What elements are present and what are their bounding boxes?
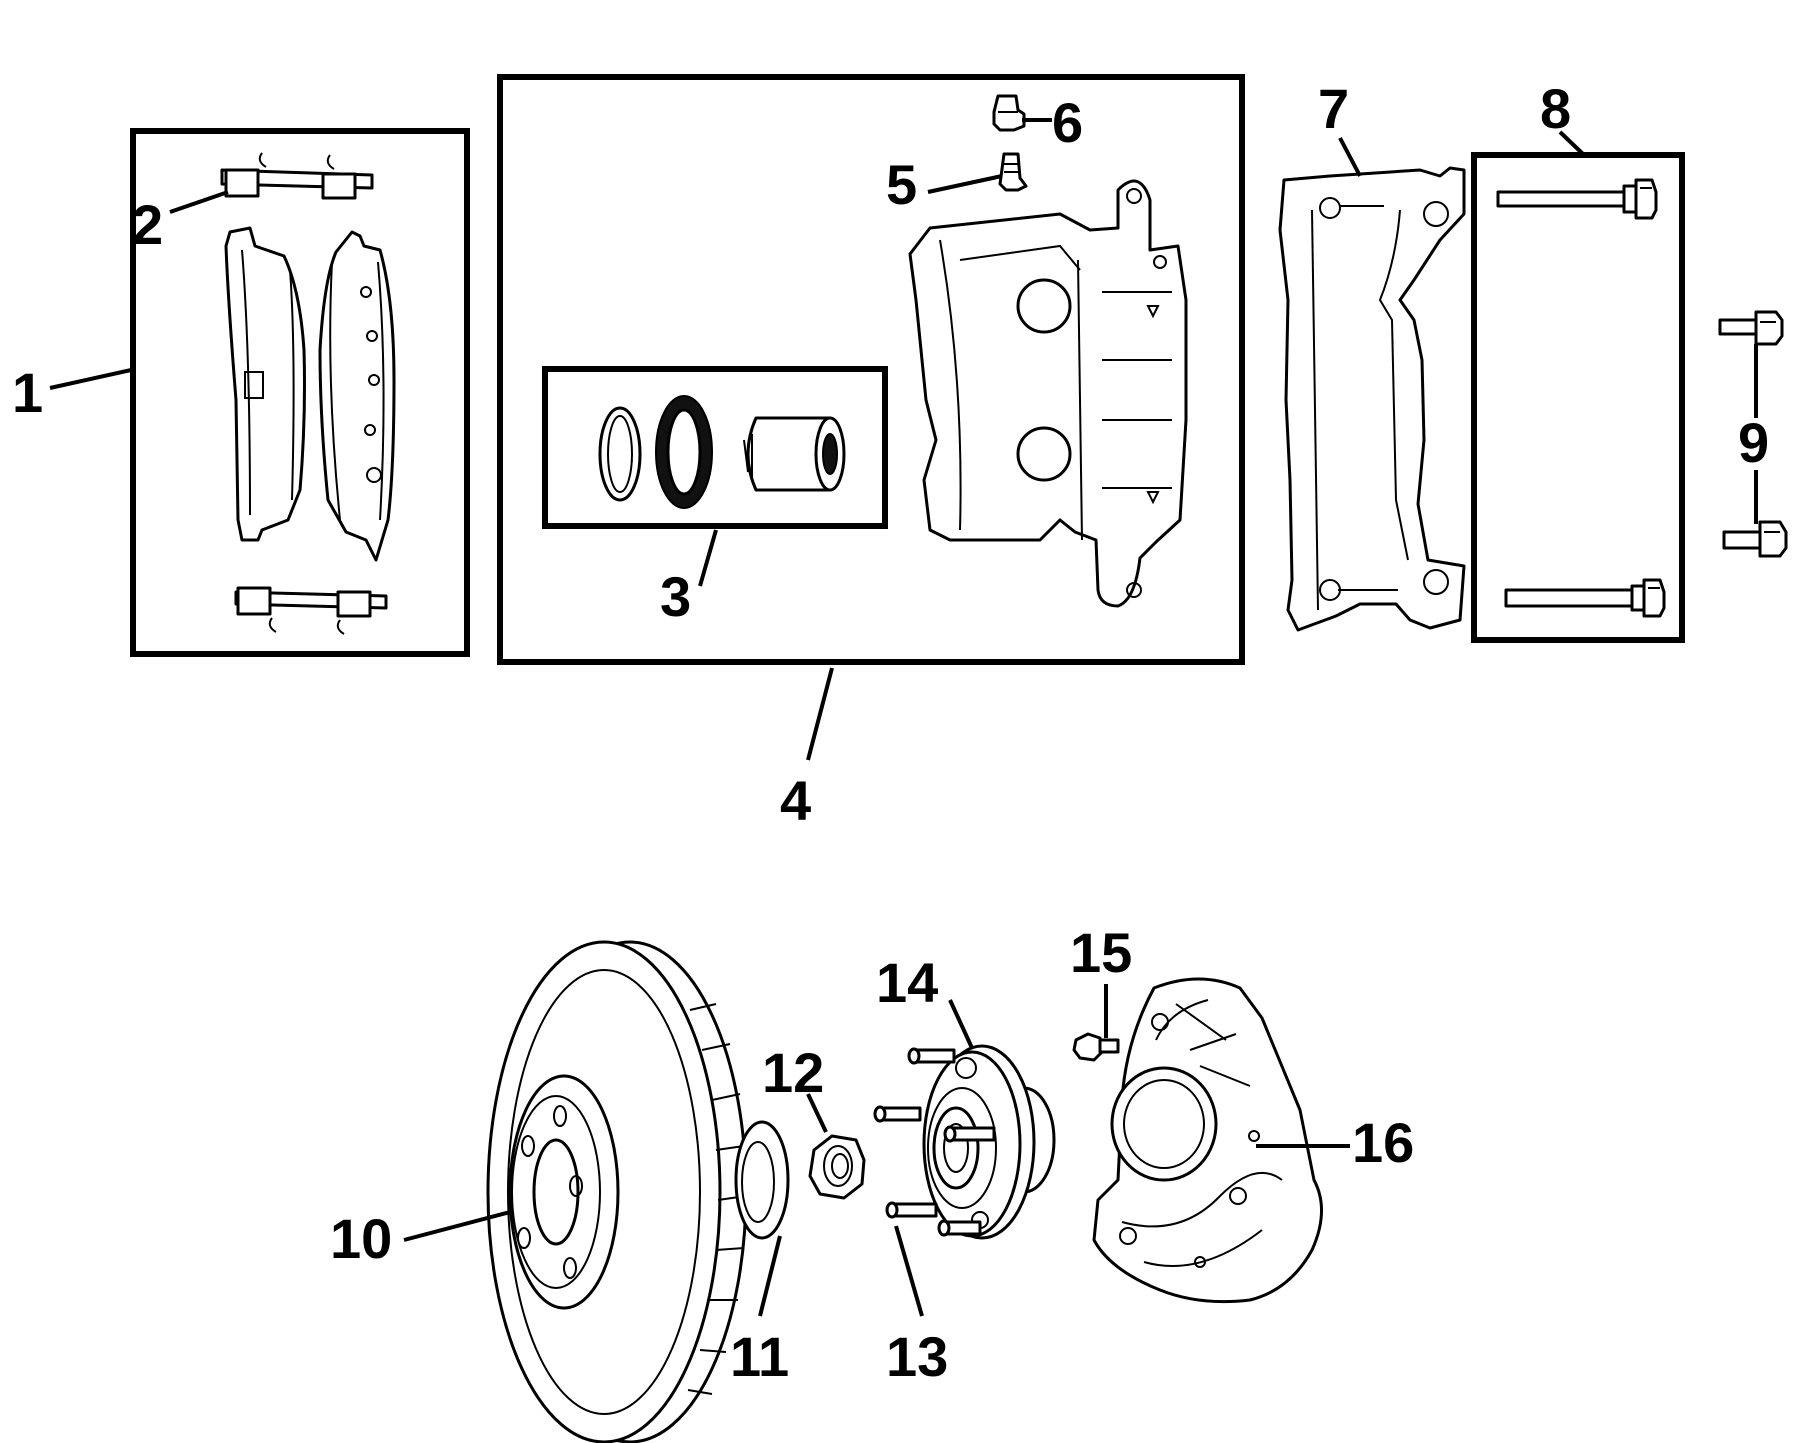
wheel-stud <box>943 1125 996 1143</box>
brake-pad-kit-group: 1 2 <box>12 128 470 657</box>
leader-12 <box>806 1093 828 1133</box>
callout-13: 13 <box>886 1325 948 1388</box>
leader-14 <box>948 999 974 1049</box>
guide-pin-lower <box>1504 578 1666 618</box>
brake-pad-kit-box <box>130 128 470 657</box>
piston-seal-kit <box>598 395 846 509</box>
callout-12: 12 <box>762 1041 824 1104</box>
callout-6: 6 <box>1052 91 1083 154</box>
hub-bearing <box>922 1044 1056 1240</box>
callout-2: 2 <box>132 193 163 256</box>
wheel-stud <box>907 1047 956 1065</box>
callout-14: 14 <box>876 951 938 1014</box>
callout-4: 4 <box>780 769 811 832</box>
callout-1: 1 <box>12 361 43 424</box>
leader-13 <box>894 1225 924 1317</box>
brake-pad-outer <box>318 230 396 562</box>
leader-1 <box>49 368 132 390</box>
caliper-assembly-group: 5 6 3 4 <box>497 74 1245 832</box>
leader-2 <box>169 190 229 214</box>
callout-5: 5 <box>886 153 917 216</box>
brake-rotor <box>486 940 748 1443</box>
hub-nut <box>808 1134 866 1200</box>
brake-pad-inner <box>224 226 306 542</box>
callout-7: 7 <box>1318 77 1349 140</box>
hub-washer <box>734 1120 790 1240</box>
leader-11 <box>758 1235 782 1317</box>
caliper-adapter-bracket <box>1278 166 1466 632</box>
guide-pin-kit-box <box>1471 152 1685 643</box>
pad-clip-upper <box>220 152 374 200</box>
caliper-body <box>908 179 1188 608</box>
caliper-assembly-box <box>497 74 1245 665</box>
bleeder-screw <box>998 152 1028 192</box>
leader-4 <box>806 667 834 761</box>
guide-pin-upper <box>1496 178 1658 220</box>
piston-seal-kit-box <box>542 366 888 529</box>
guide-pin-kit-group <box>1471 152 1685 643</box>
shield-bolt <box>1072 1032 1120 1062</box>
leader-3 <box>698 529 718 587</box>
wheel-stud <box>885 1201 938 1219</box>
callout-3: 3 <box>660 565 691 628</box>
callout-9: 9 <box>1738 411 1769 474</box>
pad-clip-lower <box>234 586 388 635</box>
callout-10: 10 <box>330 1207 392 1270</box>
adapter-bolts <box>1718 310 1788 558</box>
wheel-stud <box>873 1105 922 1123</box>
adapter-bolt-upper <box>1718 310 1784 346</box>
leader-5 <box>927 174 1003 194</box>
callout-11: 11 <box>730 1325 789 1388</box>
leader-8 <box>1558 130 1586 157</box>
splash-shield <box>1092 977 1324 1304</box>
wheel-studs <box>873 1047 996 1237</box>
wheel-stud <box>937 1219 982 1237</box>
leader-7 <box>1338 137 1362 177</box>
leader-10 <box>403 1210 511 1242</box>
callout-15: 15 <box>1070 921 1132 984</box>
adapter-bolt-lower <box>1722 520 1788 558</box>
bleeder-cap <box>992 94 1026 132</box>
callout-8: 8 <box>1540 77 1571 140</box>
callout-16: 16 <box>1352 1111 1414 1174</box>
